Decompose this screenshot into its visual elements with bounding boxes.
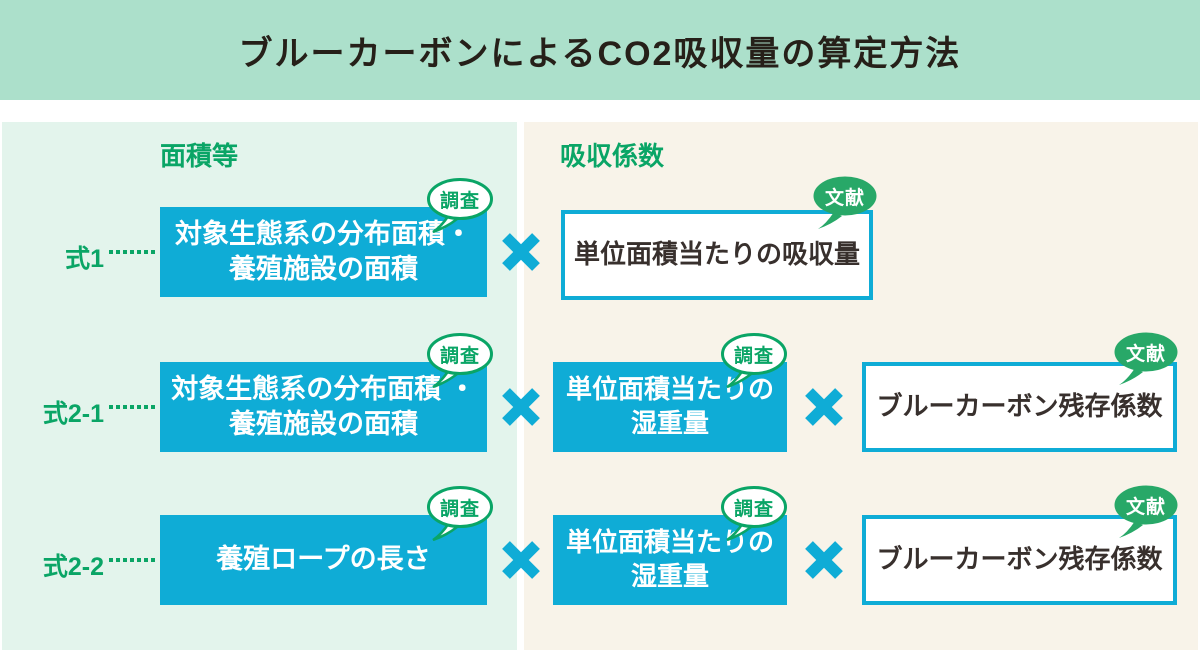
multiply-icon [802, 538, 846, 582]
survey-badge-label: 調査 [439, 345, 480, 367]
literature-badge: 文献 [1111, 483, 1181, 539]
multiply-icon [499, 230, 543, 274]
literature-badge: 文献 [1111, 330, 1181, 386]
factor-box-area-formula1: 対象生態系の分布面積・ 養殖施設の面積 [160, 207, 487, 297]
factor-line1: ブルーカーボン残存係数 [876, 391, 1163, 422]
literature-badge-label: 文献 [1125, 343, 1166, 365]
speech-bubble-icon [1114, 332, 1178, 385]
coefficient-panel-title: 吸収係数 [560, 141, 665, 171]
speech-bubble-icon [721, 486, 787, 541]
factor-line1: ブルーカーボン残存係数 [876, 544, 1163, 575]
speech-bubble-icon [1114, 485, 1178, 538]
survey-badge: 調査 [425, 485, 495, 541]
multiply-icon [802, 385, 846, 429]
factor-box-area-formula2-1: 対象生態系の分布面積 ・ 養殖施設の面積 [160, 362, 487, 452]
speech-bubble-icon [813, 176, 877, 229]
formula-2-2-label: 式2-2 [42, 553, 104, 581]
survey-badge: 調査 [425, 332, 495, 388]
factor-box-residual-formula2-1: ブルーカーボン残存係数 [862, 362, 1177, 452]
factor-line2: 養殖施設の面積 [229, 409, 418, 439]
speech-bubble-icon [427, 333, 493, 388]
survey-badge-label: 調査 [439, 498, 480, 520]
factor-line2: 養殖施設の面積 [229, 254, 418, 284]
speech-bubble-icon [427, 486, 493, 541]
dotted-leader [109, 405, 155, 409]
factor-box-rope-formula2-2: 養殖ロープの長さ [160, 515, 487, 605]
factor-line1: 養殖ロープの長さ [216, 544, 431, 575]
survey-badge-label: 調査 [733, 345, 774, 367]
survey-badge: 調査 [719, 485, 789, 541]
formula-1-label: 式1 [65, 245, 104, 273]
literature-badge: 文献 [810, 174, 880, 230]
factor-line1: 対象生態系の分布面積・ [175, 218, 472, 249]
literature-badge-label: 文献 [824, 187, 865, 209]
survey-badge: 調査 [425, 177, 495, 233]
literature-badge-label: 文献 [1125, 496, 1166, 518]
factor-line2: 湿重量 [630, 561, 709, 591]
factor-box-residual-formula2-2: ブルーカーボン残存係数 [862, 515, 1177, 605]
dotted-leader [109, 250, 155, 254]
speech-bubble-icon [427, 178, 493, 233]
factor-line1: 単位面積当たりの吸収量 [573, 239, 860, 270]
factor-box-wetweight-formula2-1: 単位面積当たりの 湿重量 [553, 362, 787, 452]
area-panel-title: 面積等 [160, 141, 239, 171]
factor-box-coefficient-formula1: 単位面積当たりの吸収量 [561, 210, 873, 300]
survey-badge: 調査 [719, 332, 789, 388]
formula-2-1-label: 式2-1 [42, 400, 104, 428]
survey-badge-label: 調査 [733, 498, 774, 520]
factor-line1: 対象生態系の分布面積 ・ [171, 373, 476, 404]
speech-bubble-icon [721, 333, 787, 388]
survey-badge-label: 調査 [439, 190, 480, 212]
factor-line2: 湿重量 [630, 408, 709, 438]
page-title: ブルーカーボンによるCO2吸収量の算定方法 [238, 34, 962, 73]
dotted-leader [109, 558, 155, 562]
multiply-icon [499, 385, 543, 429]
header-band: ブルーカーボンによるCO2吸収量の算定方法 [0, 0, 1200, 100]
multiply-icon [499, 538, 543, 582]
